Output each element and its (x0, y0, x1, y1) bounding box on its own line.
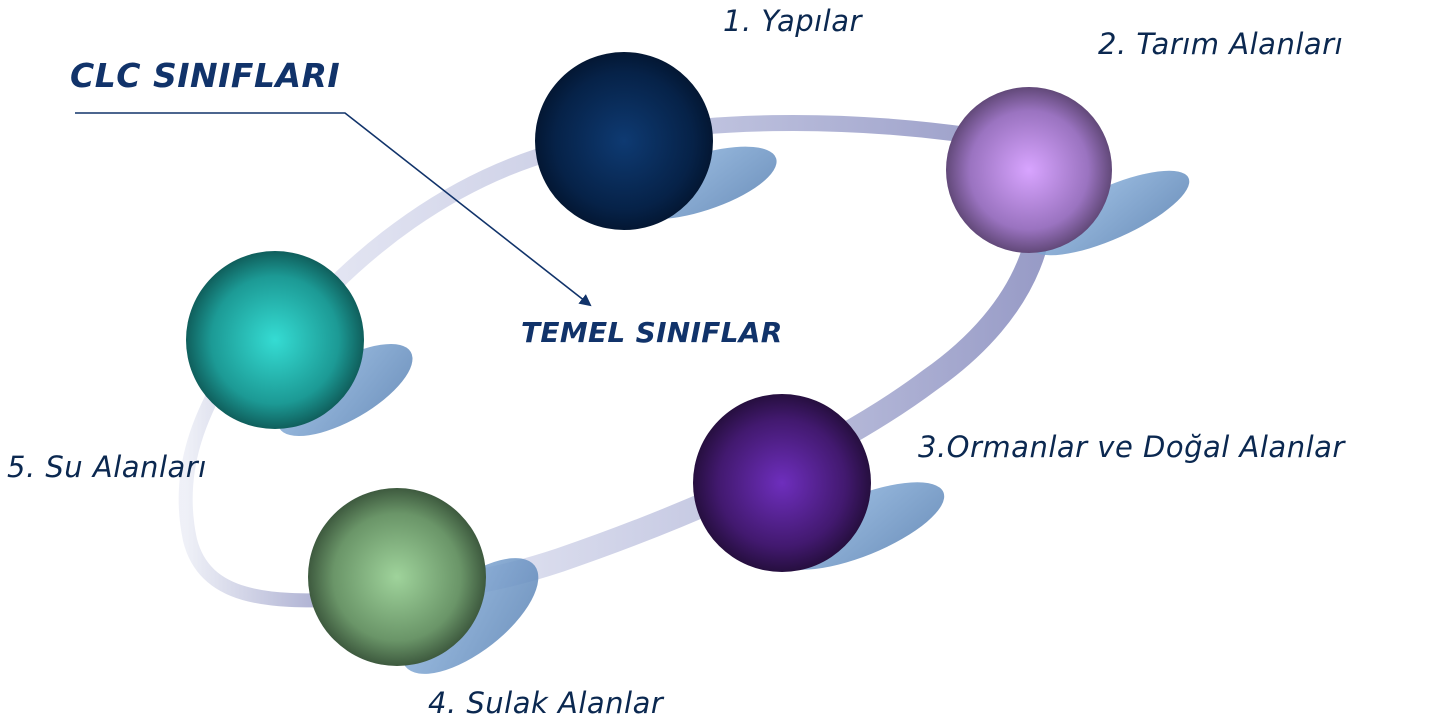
class-node-ormanlar (693, 394, 945, 572)
pointer-arrow (75, 112, 592, 307)
class-label-1: 1. Yapılar (723, 4, 862, 38)
class-label-5: 5. Su Alanları (7, 450, 207, 484)
ring-segment-left (178, 343, 347, 608)
class-label-3: 3.Ormanlar ve Doğal Alanlar (918, 430, 1345, 464)
diagram-title: CLC SINIFLARI (70, 56, 341, 95)
node-sphere (693, 394, 871, 572)
class-label-2: 2. Tarım Alanları (1098, 27, 1344, 61)
class-label-4: 4. Sulak Alanlar (428, 686, 664, 720)
class-node-yapilar (535, 52, 777, 230)
node-sphere (946, 87, 1112, 253)
node-sphere (308, 488, 486, 666)
diagram-subtitle: TEMEL SINIFLAR (521, 316, 783, 349)
node-sphere (186, 251, 364, 429)
class-node-tarim-alanlari (946, 87, 1190, 256)
node-sphere (535, 52, 713, 230)
class-node-sulak-alanlar (308, 488, 539, 674)
class-node-su-alanlari (186, 251, 413, 437)
